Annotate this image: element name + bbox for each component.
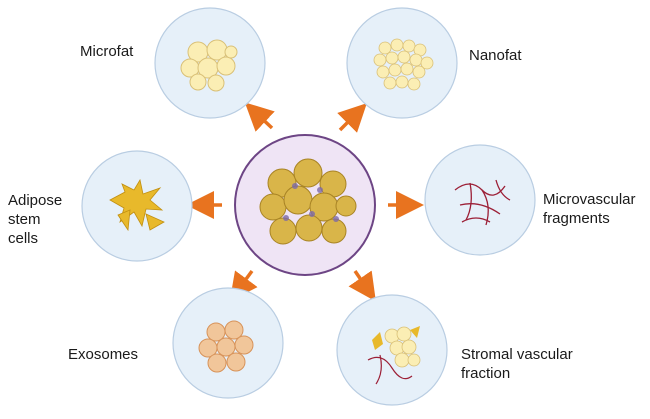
label-adipose-line1: Adipose (8, 192, 63, 209)
label-microfat-text: Microfat (80, 43, 134, 60)
arrow-to-microfat (244, 102, 275, 132)
label-stromal-line1: Stromal vascular (461, 346, 573, 363)
arrow-to-nanofat (337, 103, 367, 133)
label-adipose-line2: stem (8, 211, 41, 228)
arrow-to-stromal (348, 270, 376, 302)
label-stromal-line2: fraction (461, 365, 511, 382)
exosomes-icon (198, 320, 254, 373)
label-microfat: Microfat (80, 42, 133, 61)
exosomes-node (172, 287, 284, 399)
label-exosomes-text: Exosomes (68, 346, 139, 363)
arrow-to-exosomes (229, 269, 258, 302)
stromal-vascular-fraction-icon (367, 326, 421, 385)
nanofat-icon (373, 38, 434, 91)
label-nanofat: Nanofat (469, 46, 522, 65)
label-nanofat-text: Nanofat (469, 47, 522, 64)
microfat-node (154, 7, 266, 119)
label-microvascular-line2: fragments (543, 210, 610, 227)
label-adipose-stem-cells: Adipose stem cells (8, 191, 62, 248)
arrows (186, 102, 424, 302)
label-adipose-line3: cells (8, 230, 39, 247)
adipose-stem-cells-icon (109, 178, 165, 232)
label-exosomes: Exosomes (68, 345, 138, 364)
label-microvascular-line1: Microvascular (543, 191, 636, 208)
central-adipose-tissue-icon (259, 158, 357, 245)
central-node (234, 134, 376, 276)
microfat-icon (180, 39, 238, 92)
label-microvascular-fragments: Microvascular fragments (543, 190, 636, 228)
microvascular-fragments-icon (454, 179, 511, 226)
stromal-node (336, 294, 448, 406)
label-stromal-vascular-fraction: Stromal vascular fraction (461, 345, 573, 383)
nanofat-node (346, 7, 458, 119)
microvascular-node (424, 144, 536, 256)
adipose-node (81, 150, 193, 262)
